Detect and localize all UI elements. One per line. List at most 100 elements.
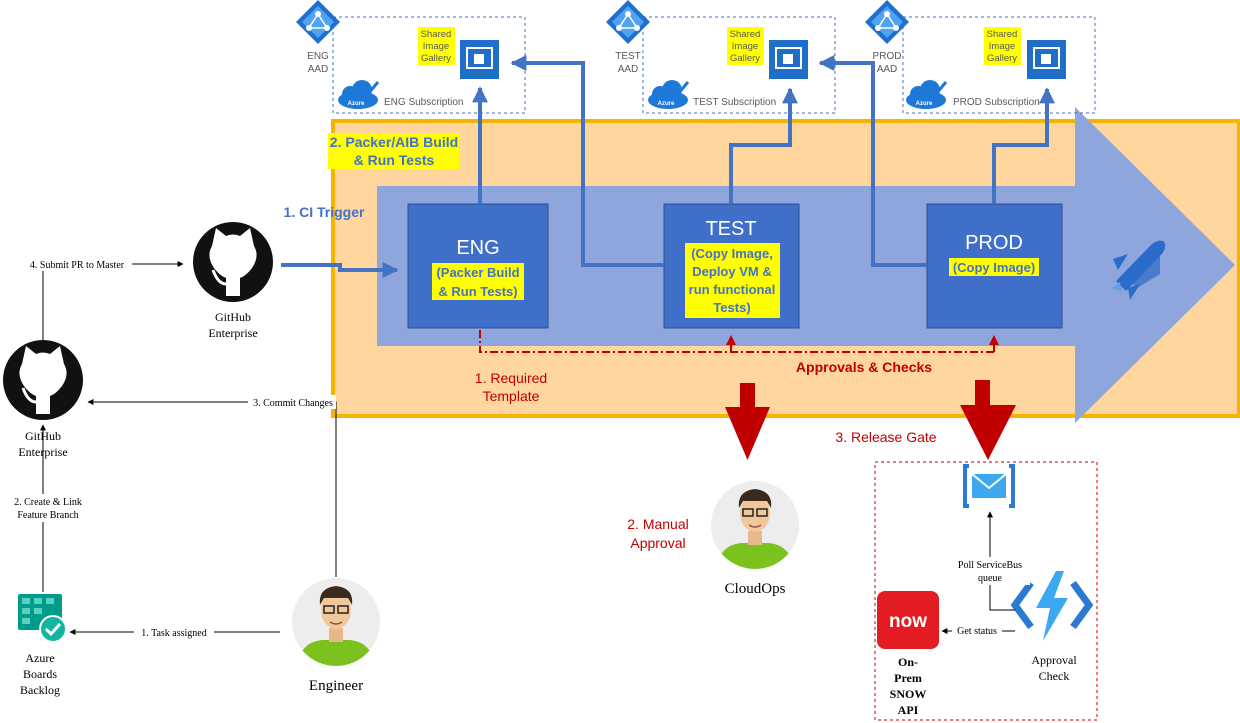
stage-eng-detail-1: (Packer Build <box>436 265 519 280</box>
poll-label-bg <box>950 557 1030 585</box>
prod-gallery-highlight <box>984 27 1021 65</box>
prod-aad-label-2: AAD <box>877 64 898 75</box>
eng-gallery-label-1: Shared <box>421 29 452 40</box>
test-gallery-label-2: Image <box>732 41 758 52</box>
get-status-label: Get status <box>957 626 997 637</box>
azure-function-icon <box>1010 571 1094 641</box>
prod-azure-badge: Azure <box>916 101 933 107</box>
eng-aad-label-2: AAD <box>308 64 329 75</box>
approval-check-label-1: Approval <box>1031 653 1077 667</box>
eng-aad-label-1: ENG <box>307 51 329 62</box>
eng-gallery-label-3: Gallery <box>421 53 451 64</box>
release-gate-title: 3. Release Gate <box>835 429 936 445</box>
stage-test-name: TEST <box>705 218 756 240</box>
engineer-avatar <box>292 578 380 666</box>
boards-label-3: Backlog <box>20 683 60 697</box>
test-aad-icon <box>606 0 650 44</box>
stage-test-detail-1: (Copy Image, <box>691 246 773 261</box>
snow-label-4: API <box>898 703 919 717</box>
create-branch-label-1: 2. Create & Link <box>14 497 82 508</box>
prod-gallery-label-2: Image <box>989 41 1015 52</box>
boards-label-1: Azure <box>25 651 54 665</box>
create-branch-label-bg <box>8 494 88 522</box>
github-left-label-2: Enterprise <box>18 445 67 459</box>
stage-eng-detail-2: & Run Tests) <box>438 284 517 299</box>
stage-prod-name: PROD <box>965 232 1023 254</box>
pipeline-arrow <box>377 107 1235 423</box>
prod-azure-cloud-icon <box>906 80 948 109</box>
poll-label-2: queue <box>978 573 1002 584</box>
eng-gallery-label-2: Image <box>423 41 449 52</box>
stage-test-detail-3: run functional <box>689 282 776 297</box>
eng-subscription-label: ENG Subscription <box>384 97 463 108</box>
test-gallery-label-1: Shared <box>730 29 761 40</box>
prod-copy-arrow <box>818 55 927 267</box>
commit-changes-label: 3. Commit Changes <box>253 398 333 409</box>
task-assigned-label: 1. Task assigned <box>141 628 207 639</box>
approval-check-label-2: Check <box>1039 669 1070 683</box>
manual-approval-label-1: 2. Manual <box>627 516 688 532</box>
servicenow-logo-icon <box>877 591 939 649</box>
eng-highlight <box>432 263 524 300</box>
test-azure-cloud-icon <box>648 80 690 109</box>
engineer-label: Engineer <box>309 678 363 694</box>
prod-aad-label-1: PROD <box>873 51 902 62</box>
prod-subscription-label: PROD Subscription <box>953 97 1040 108</box>
ci-trigger-label: 1. CI Trigger <box>284 204 365 220</box>
test-gallery-icon <box>769 40 808 79</box>
servicenow-logo-text: now <box>889 611 927 632</box>
required-template-label-1: 1. Required <box>475 370 547 386</box>
snow-label-3: SNOW <box>890 687 927 701</box>
create-branch-label-2: Feature Branch <box>17 510 78 521</box>
prod-gallery-icon <box>1027 40 1066 79</box>
build-step-label-1: 2. Packer/AIB Build <box>330 134 458 150</box>
github-top-label-2: Enterprise <box>208 326 257 340</box>
commit-changes-label-bg <box>248 395 336 409</box>
submit-pr-label-bg <box>22 257 132 271</box>
required-template-label-2: Template <box>483 388 540 404</box>
stage-prod-detail-1: (Copy Image) <box>953 260 1035 275</box>
boards-label-2: Boards <box>23 667 57 681</box>
test-publish-arrow <box>729 87 798 204</box>
github-top-label-1: GitHub <box>215 310 251 324</box>
github-left-icon <box>3 340 83 420</box>
test-highlight <box>685 243 780 318</box>
manual-approval-arrow <box>725 383 770 460</box>
release-gate-arrow <box>960 380 1016 460</box>
eng-gallery-highlight <box>418 27 455 65</box>
test-gallery-highlight <box>727 27 764 65</box>
test-aad-label-1: TEST <box>615 51 641 62</box>
submit-pr-label: 4. Submit PR to Master <box>30 260 125 271</box>
test-gallery-label-3: Gallery <box>730 53 760 64</box>
prod-highlight <box>949 258 1039 276</box>
build-step-highlight <box>328 133 459 169</box>
stage-test-detail-4: Tests) <box>713 300 750 315</box>
blue-flow-arrows <box>281 55 1055 278</box>
test-subscription-label: TEST Subscription <box>693 97 776 108</box>
snow-label-2: Prem <box>894 671 922 685</box>
eng-azure-cloud-icon <box>338 80 380 109</box>
cloudops-label: CloudOps <box>725 581 786 597</box>
service-bus-icon <box>963 464 1015 508</box>
snow-label-1: On- <box>898 655 918 669</box>
prod-gallery-label-3: Gallery <box>987 53 1017 64</box>
left-flow-lines <box>40 261 337 635</box>
task-assigned-label-bg <box>134 625 214 639</box>
eng-gallery-icon <box>460 40 499 79</box>
manual-approval-label-2: Approval <box>630 535 685 551</box>
stage-test-detail-2: Deploy VM & <box>692 264 771 279</box>
github-left-label-1: GitHub <box>25 429 61 443</box>
prod-subscription-box <box>902 16 1096 114</box>
approvals-line <box>479 330 999 353</box>
ci-trigger-arrow <box>281 262 399 278</box>
prod-aad-icon <box>865 0 909 44</box>
get-status-label-bg <box>952 624 1002 638</box>
prod-publish-arrow <box>992 87 1055 204</box>
build-step-label-2: & Run Tests <box>354 152 435 168</box>
azure-boards-icon <box>18 594 67 643</box>
test-copy-arrow <box>510 55 664 267</box>
eng-aad-icon <box>296 0 340 44</box>
prod-gallery-label-1: Shared <box>987 29 1018 40</box>
eng-azure-badge: Azure <box>348 101 365 107</box>
